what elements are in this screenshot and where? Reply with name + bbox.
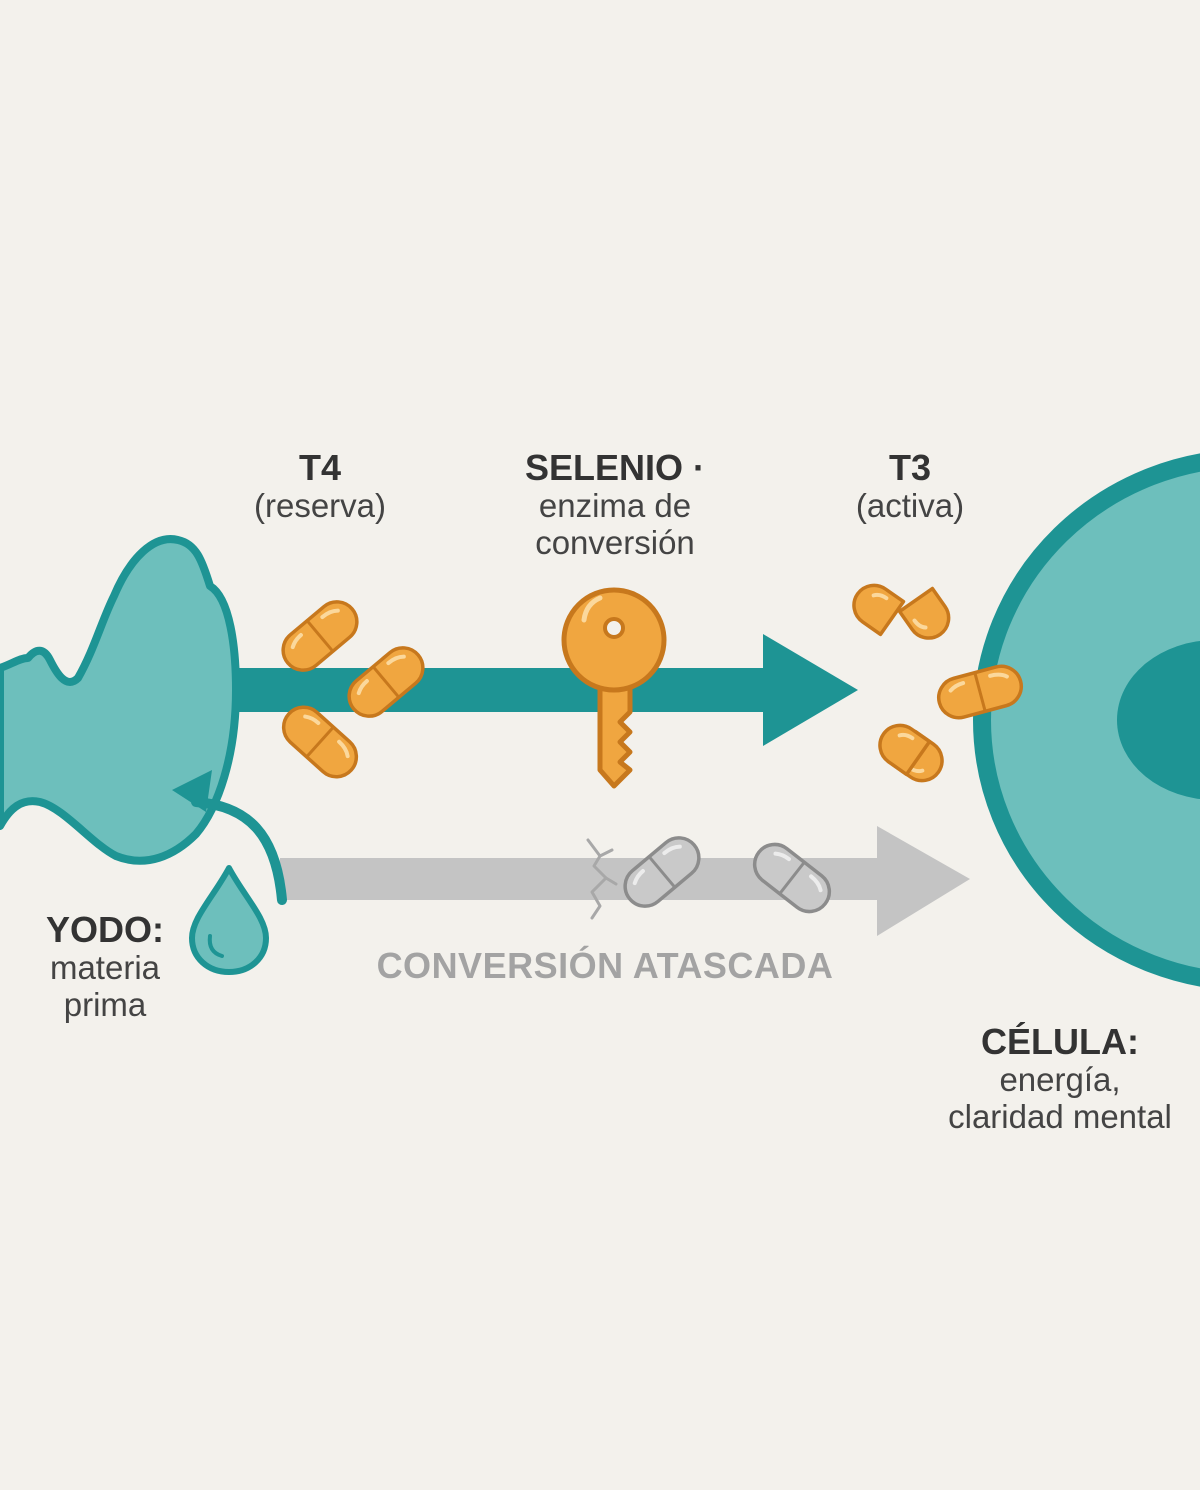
celula-label: CÉLULA: energía, claridad mental: [910, 1021, 1200, 1136]
t3-subtitle: (activa): [855, 487, 965, 525]
iodine-flow-arrow: [172, 770, 287, 905]
t4-subtitle: (reserva): [253, 487, 387, 525]
selenio-subtitle-line1: enzima de: [538, 487, 692, 525]
capsule-icon: [272, 591, 368, 681]
yodo-label: YODO: materia prima: [20, 909, 190, 1024]
selenio-label: SELENIO · enzima de conversión: [480, 447, 750, 562]
yodo-title: YODO:: [45, 909, 164, 950]
broken-capsule-icon: [744, 834, 840, 922]
t4-title: T4: [298, 447, 341, 488]
t3-label: T3 (activa): [810, 447, 1010, 525]
crack-icon: [586, 838, 618, 920]
selenio-subtitle-line2: conversión: [535, 524, 695, 562]
yodo-subtitle-line1: materia: [49, 949, 161, 987]
thyroid-gland-icon: [0, 535, 240, 865]
broken-capsule-icon: [614, 827, 710, 917]
t4-label: T4 (reserva): [220, 447, 420, 525]
selenio-title: SELENIO ·: [524, 447, 706, 488]
half-capsule-icon: [844, 575, 906, 637]
key-icon: [561, 587, 667, 789]
celula-subtitle-line1: energía,: [999, 1061, 1121, 1099]
stuck-conversion-label: CONVERSIÓN ATASCADA: [376, 945, 834, 986]
cell-icon: [973, 453, 1200, 987]
water-drop-icon: [189, 865, 269, 975]
celula-subtitle-line2: claridad mental: [948, 1098, 1172, 1136]
yodo-subtitle-line2: prima: [63, 986, 147, 1024]
celula-title: CÉLULA:: [981, 1021, 1139, 1062]
half-capsule-icon: [897, 586, 959, 648]
conversion-arrow: [205, 634, 858, 746]
t3-title: T3: [888, 447, 931, 488]
